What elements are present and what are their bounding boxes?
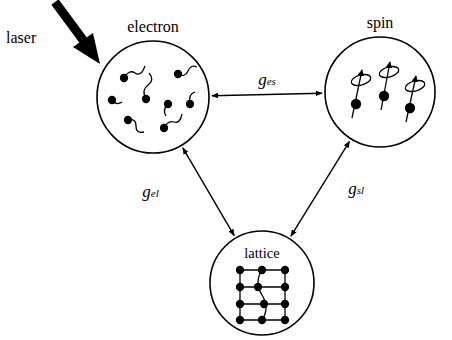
node-label: spin bbox=[325, 11, 435, 35]
circle-node: lattice bbox=[210, 231, 314, 335]
circle-node: spin bbox=[325, 9, 435, 147]
electron-particles bbox=[109, 66, 198, 132]
circle-outline bbox=[95, 39, 211, 155]
node-label: lattice bbox=[210, 241, 314, 265]
circle-outline bbox=[323, 35, 437, 149]
laser-arrow bbox=[55, 2, 100, 64]
circle-outline bbox=[325, 37, 435, 147]
coupling-label: gel bbox=[140, 182, 160, 201]
coupling-label: gsl bbox=[346, 179, 366, 198]
circle-outline bbox=[97, 41, 209, 153]
coupling-arrow bbox=[291, 141, 350, 236]
lattice-grid bbox=[237, 267, 289, 324]
coupling-arrow bbox=[183, 148, 234, 236]
coupling-arrow bbox=[212, 93, 322, 95]
node-label: electron bbox=[97, 15, 209, 39]
coupling-label: ges bbox=[256, 71, 278, 90]
spin-tops bbox=[350, 62, 426, 122]
circle-outline bbox=[210, 231, 314, 335]
circle-node: electron bbox=[97, 13, 209, 153]
laser-label: laser bbox=[6, 28, 36, 48]
